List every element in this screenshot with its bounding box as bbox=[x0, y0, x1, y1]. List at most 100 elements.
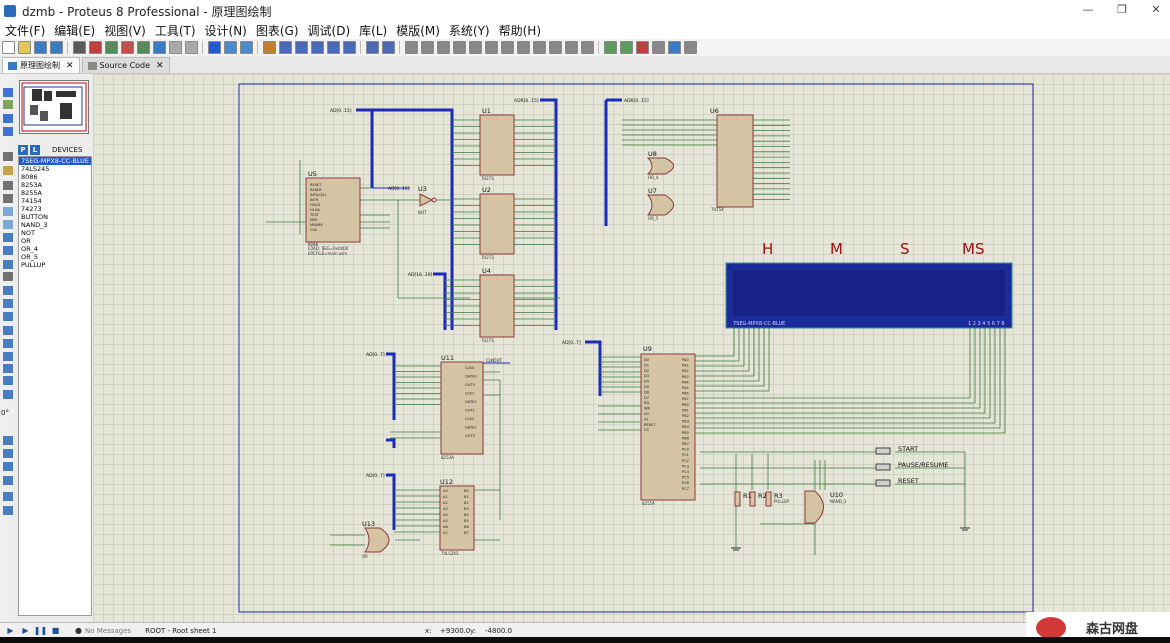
step-button[interactable]: ▶ bbox=[22, 626, 29, 635]
marker-icon[interactable] bbox=[3, 376, 13, 385]
zoom-fit-icon[interactable] bbox=[342, 41, 356, 54]
bom-icon[interactable] bbox=[136, 41, 150, 54]
device-list-item[interactable]: NAND_3 bbox=[21, 221, 48, 229]
rotate-cw-icon[interactable] bbox=[3, 390, 13, 399]
help-icon[interactable] bbox=[207, 41, 221, 54]
graph-icon[interactable] bbox=[3, 220, 13, 229]
ic-u4-body[interactable] bbox=[479, 274, 515, 338]
open-icon[interactable] bbox=[17, 41, 31, 54]
wire-label-icon[interactable] bbox=[3, 127, 13, 136]
undo-icon[interactable] bbox=[365, 41, 379, 54]
home-icon[interactable] bbox=[72, 41, 86, 54]
menu-help[interactable]: 帮助(H) bbox=[498, 24, 542, 38]
notes-icon[interactable] bbox=[168, 41, 182, 54]
device-list-item[interactable]: 74LS245 bbox=[21, 165, 50, 173]
gate-u10[interactable] bbox=[804, 490, 824, 524]
pan-icon[interactable] bbox=[262, 41, 276, 54]
arc-icon[interactable] bbox=[3, 326, 13, 335]
gate-u8[interactable] bbox=[646, 157, 674, 175]
redo-icon[interactable] bbox=[381, 41, 395, 54]
gallery-icon[interactable] bbox=[120, 41, 134, 54]
mirror-y-icon[interactable] bbox=[3, 462, 13, 471]
device-list-item[interactable]: 8255A bbox=[21, 189, 42, 197]
device-list-item[interactable]: OR_4 bbox=[21, 245, 39, 253]
device-list-item[interactable]: PULLUP bbox=[21, 261, 46, 269]
block-delete-icon[interactable] bbox=[500, 41, 514, 54]
pin-icon[interactable] bbox=[3, 207, 13, 216]
ic-u11-body[interactable] bbox=[440, 361, 484, 455]
block-rotate-icon[interactable] bbox=[484, 41, 498, 54]
box-icon[interactable] bbox=[3, 299, 13, 308]
gate-u13[interactable] bbox=[364, 527, 390, 553]
device-list-item[interactable]: 8086 bbox=[21, 173, 38, 181]
close-window-button[interactable]: ✕ bbox=[1151, 3, 1161, 16]
gate-u3[interactable] bbox=[419, 193, 434, 207]
flip-icon[interactable] bbox=[3, 476, 13, 485]
menu-system[interactable]: 系统(Y) bbox=[448, 24, 490, 38]
tab-source-code[interactable]: Source Code ✕ bbox=[81, 57, 170, 73]
gate-u7[interactable] bbox=[646, 194, 674, 216]
resistor-r1[interactable] bbox=[734, 491, 741, 507]
device-list-item[interactable]: OR bbox=[21, 237, 31, 245]
device-list-item[interactable]: 8253A bbox=[21, 181, 42, 189]
copy-icon[interactable] bbox=[420, 41, 434, 54]
block-copy-icon[interactable] bbox=[452, 41, 466, 54]
decompose-icon[interactable] bbox=[564, 41, 578, 54]
grid-icon[interactable] bbox=[223, 41, 237, 54]
tape-icon[interactable] bbox=[3, 233, 13, 242]
minimize-button[interactable]: — bbox=[1082, 3, 1094, 16]
text-icon[interactable] bbox=[3, 352, 13, 361]
menu-debug[interactable]: 调试(D) bbox=[307, 24, 351, 38]
circle-icon[interactable] bbox=[3, 312, 13, 321]
zoom-out-icon[interactable] bbox=[294, 41, 308, 54]
device-list-item[interactable]: 74154 bbox=[21, 197, 42, 205]
down-arrow-icon[interactable] bbox=[3, 506, 13, 515]
rotate-ccw-icon[interactable] bbox=[3, 436, 13, 445]
zoom-area-icon[interactable] bbox=[326, 41, 340, 54]
design-explorer-icon[interactable] bbox=[635, 41, 649, 54]
junction-icon[interactable] bbox=[3, 114, 13, 123]
import-icon[interactable] bbox=[49, 41, 63, 54]
pause-button[interactable]: ❚❚ bbox=[33, 626, 48, 635]
ic-u12-body[interactable] bbox=[439, 485, 475, 551]
pick-icon[interactable] bbox=[516, 41, 530, 54]
ic-u2-body[interactable] bbox=[479, 193, 515, 255]
menu-library[interactable]: 库(L) bbox=[359, 24, 388, 38]
save-icon[interactable] bbox=[33, 41, 47, 54]
pick-devices-button[interactable]: P bbox=[18, 144, 28, 155]
zoom-in-icon[interactable] bbox=[278, 41, 292, 54]
mirror-x-icon[interactable] bbox=[3, 449, 13, 458]
overview-window[interactable] bbox=[19, 80, 89, 134]
source-icon[interactable] bbox=[152, 41, 166, 54]
menu-edit[interactable]: 编辑(E) bbox=[54, 24, 96, 38]
symbol-icon[interactable] bbox=[3, 364, 13, 373]
instrument-icon[interactable] bbox=[3, 272, 13, 281]
ic-u1-body[interactable] bbox=[479, 114, 515, 176]
menu-view[interactable]: 视图(V) bbox=[104, 24, 146, 38]
property-icon[interactable] bbox=[619, 41, 633, 54]
stop-button[interactable]: ■ bbox=[51, 626, 60, 635]
resistor-r2[interactable] bbox=[749, 491, 756, 507]
device-list-item[interactable]: 7SEG-MPX8-CC-BLUE bbox=[19, 157, 91, 165]
new-sheet-icon[interactable] bbox=[651, 41, 665, 54]
schematic-canvas[interactable]: 7SEG-MPX8-CC-BLUE 1 2 3 4 5 6 7 8 H M S … bbox=[93, 74, 1170, 622]
menu-tools[interactable]: 工具(T) bbox=[154, 24, 196, 38]
package-icon[interactable] bbox=[184, 41, 198, 54]
pack-icon[interactable] bbox=[548, 41, 562, 54]
line-icon[interactable] bbox=[3, 286, 13, 295]
ic-u9-body[interactable] bbox=[640, 353, 696, 501]
menu-design[interactable]: 设计(N) bbox=[204, 24, 247, 38]
tab-close-icon[interactable]: ✕ bbox=[156, 60, 164, 71]
device-list-item[interactable]: NOT bbox=[21, 229, 35, 237]
device-list-item[interactable]: OR_5 bbox=[21, 253, 39, 261]
menu-template[interactable]: 模版(M) bbox=[396, 24, 440, 38]
messages-status[interactable]: No Messages bbox=[85, 626, 132, 635]
schematic-icon[interactable] bbox=[88, 41, 102, 54]
netlist-icon[interactable] bbox=[683, 41, 697, 54]
select-mode-icon[interactable] bbox=[3, 88, 13, 97]
generator-icon[interactable] bbox=[3, 246, 13, 255]
path-icon[interactable] bbox=[3, 339, 13, 348]
block-move-icon[interactable] bbox=[468, 41, 482, 54]
subcircuit-icon[interactable] bbox=[3, 181, 13, 190]
menu-graph[interactable]: 图表(G) bbox=[255, 24, 299, 38]
